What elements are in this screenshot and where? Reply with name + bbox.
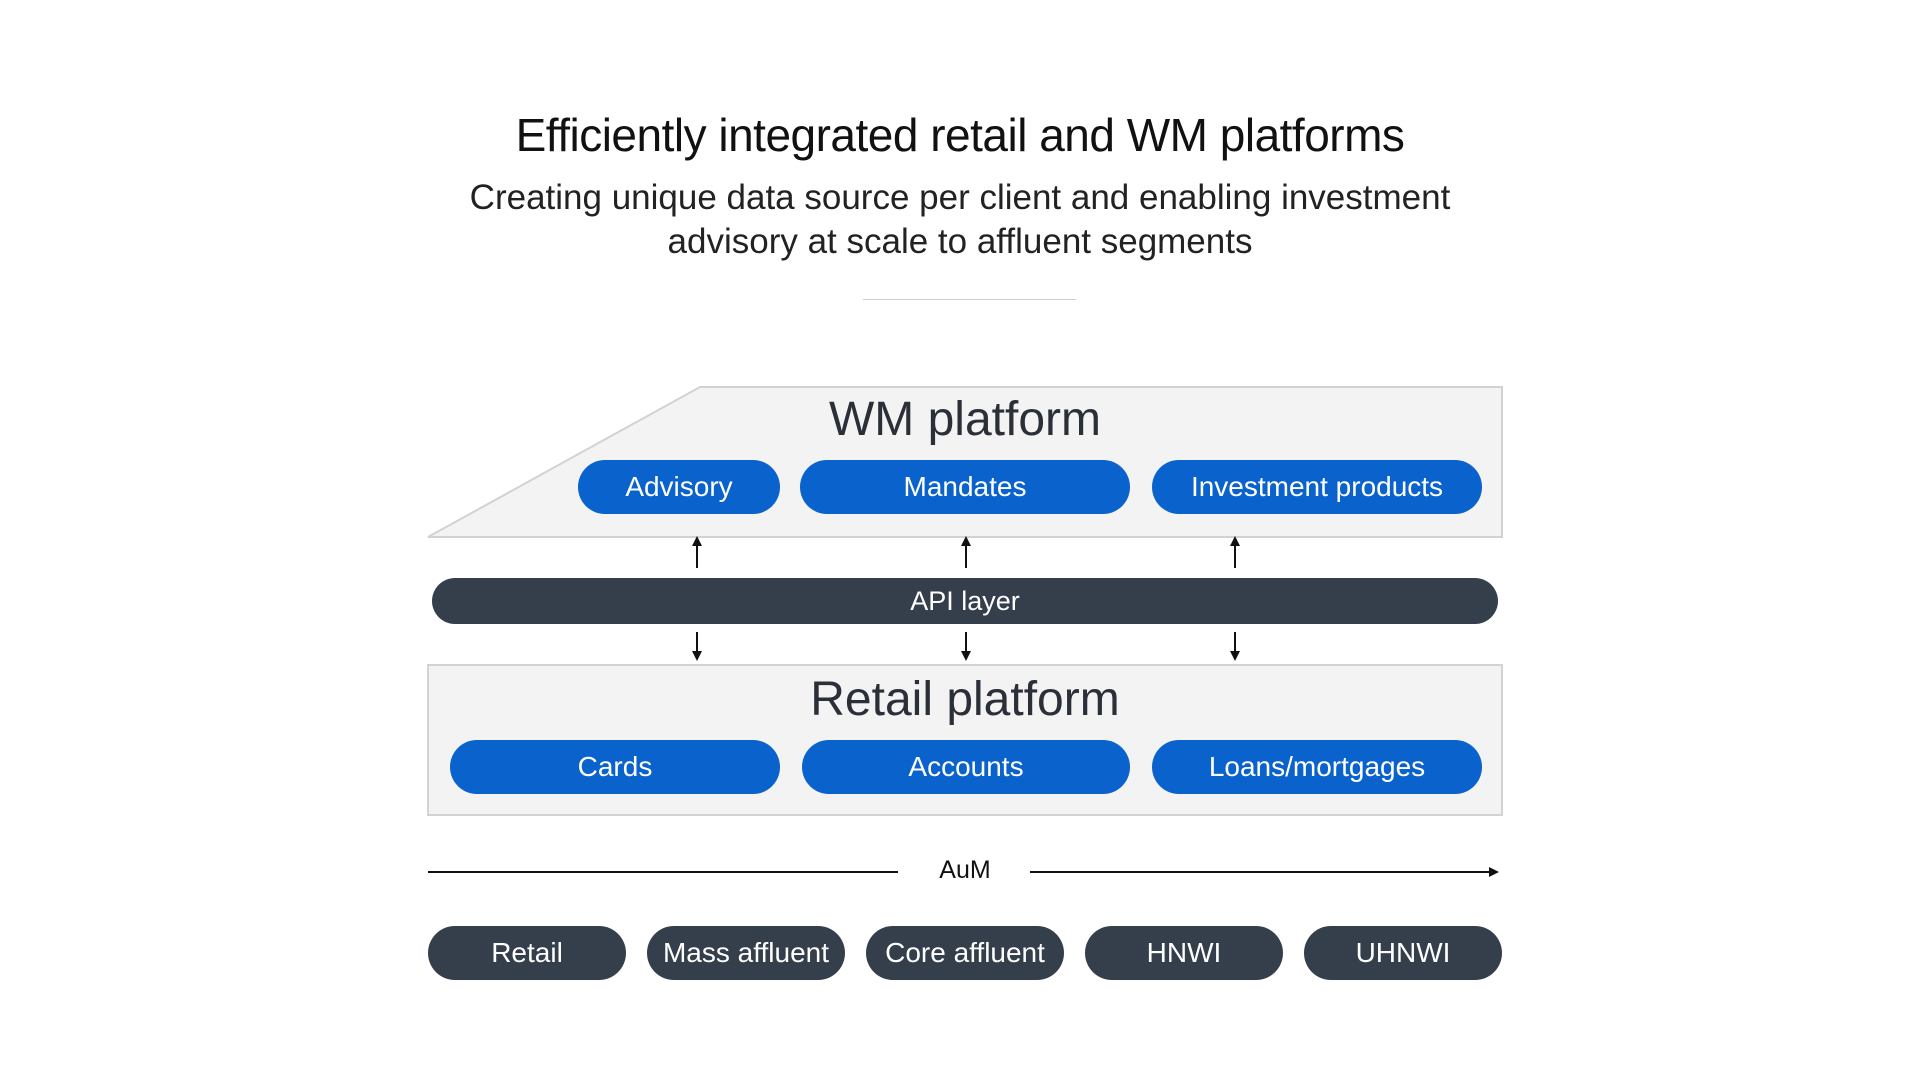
wm-item-advisory: Advisory bbox=[578, 460, 780, 514]
segment-retail: Retail bbox=[428, 926, 626, 980]
subtitle-line-1: Creating unique data source per client a… bbox=[469, 178, 1451, 217]
segment-hnwi: HNWI bbox=[1085, 926, 1283, 980]
segment-uhnwi: UHNWI bbox=[1304, 926, 1502, 980]
retail-item-loans-mortgages: Loans/mortgages bbox=[1152, 740, 1482, 794]
title-divider bbox=[863, 299, 1076, 300]
retail-item-accounts: Accounts bbox=[802, 740, 1130, 794]
segment-mass-affluent: Mass affluent bbox=[647, 926, 845, 980]
subtitle-line-2: advisory at scale to affluent segments bbox=[667, 222, 1253, 261]
api-layer-bar: API layer bbox=[432, 578, 1498, 624]
retail-platform-title: Retail platform bbox=[810, 673, 1120, 726]
diagram-title: Efficiently integrated retail and WM pla… bbox=[515, 109, 1405, 161]
wm-item-investment-products: Investment products bbox=[1152, 460, 1482, 514]
retail-item-cards: Cards bbox=[450, 740, 780, 794]
diagram-subtitle: Creating unique data source per client a… bbox=[460, 176, 1460, 264]
segment-core-affluent: Core affluent bbox=[866, 926, 1064, 980]
wm-item-mandates: Mandates bbox=[800, 460, 1130, 514]
wm-platform-title: WM platform bbox=[828, 393, 1101, 446]
aum-axis-label: AuM bbox=[939, 856, 991, 884]
